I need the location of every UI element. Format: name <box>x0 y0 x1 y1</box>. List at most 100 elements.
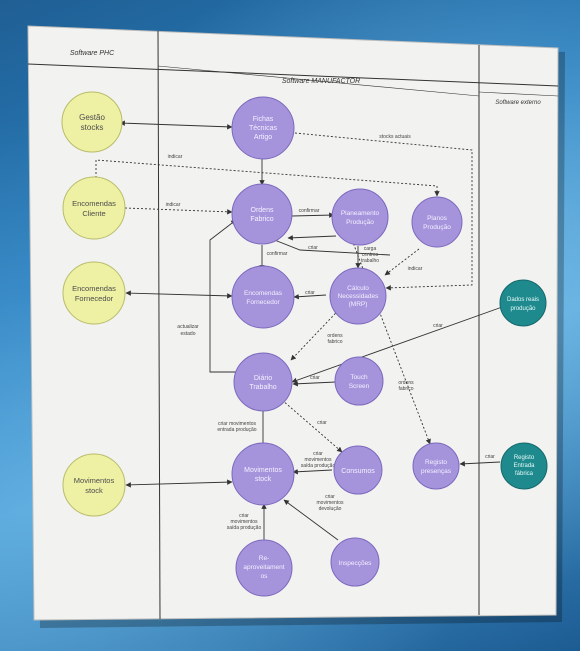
lane-title-phc: Software PHC <box>70 50 115 57</box>
node-movimentos-stock-mf: Movimentos stock <box>231 442 295 506</box>
edge-labels: stocks actuais indicar indicar confirmar… <box>166 134 496 531</box>
edge-label: criar <box>308 245 318 251</box>
edge-label: criar <box>310 375 320 381</box>
edge <box>291 305 506 383</box>
edge-label: entrada produção <box>217 427 256 433</box>
edge-label: indicar <box>168 154 183 160</box>
edge <box>384 248 420 276</box>
edge-label: stocks actuais <box>379 134 411 140</box>
lane-title-externo: Software externo <box>495 100 541 106</box>
node-label: (MRP) <box>349 301 368 308</box>
edge-label: indicar <box>408 266 423 272</box>
edge-label: movimentos <box>231 519 258 525</box>
edge-label: actualizar <box>177 324 199 330</box>
node-diario-trabalho: Diário Trabalho <box>233 352 293 412</box>
edge-label: criar <box>305 290 315 296</box>
node-label: Produção <box>423 224 451 231</box>
edge <box>124 207 233 215</box>
node-label: Registo <box>514 455 535 461</box>
node-label: os <box>261 573 269 580</box>
node-label: Encomendas <box>72 284 116 293</box>
node-gestao-stocks: Gestão stocks <box>61 91 123 153</box>
node-label: Encomendas <box>72 199 116 208</box>
node-encomendas-fornecedor-phc: Encomendas Fornecedor <box>62 261 126 325</box>
edge <box>283 499 339 541</box>
node-label: stocks <box>81 123 104 132</box>
header-divider <box>478 91 559 97</box>
edge-label: estado <box>180 331 195 337</box>
edge-label: ordens <box>398 380 414 386</box>
node-circle <box>231 96 295 160</box>
edge <box>119 120 233 130</box>
node-registo-entrada-fabrica: Registo Entrada fábrica <box>500 442 548 490</box>
node-label: Fichas <box>253 116 274 123</box>
edge <box>125 290 233 299</box>
edge-label: saída produção <box>227 525 262 531</box>
edge-label: saída produção <box>301 463 336 469</box>
node-label: Técnicas <box>249 125 278 132</box>
edge-label: ordens <box>327 333 343 339</box>
node-planos-producao: Planos Produção <box>411 196 463 248</box>
edge <box>125 479 233 488</box>
edge <box>281 399 343 453</box>
node-circle <box>62 176 126 240</box>
edge-label: carga <box>364 246 377 252</box>
edge-label: confirmar <box>299 208 320 214</box>
edge <box>287 235 337 241</box>
edge-label: criar <box>313 451 323 457</box>
edge <box>209 219 238 373</box>
node-label: Consumos <box>341 468 375 475</box>
node-planeamento-producao: Planeamento Produção <box>331 188 389 246</box>
node-circle <box>231 442 295 506</box>
node-circle <box>333 445 383 495</box>
node-movimentos-stock-phc: Movimentos stock <box>62 453 126 517</box>
node-circle <box>235 539 293 597</box>
node-label: Artigo <box>254 134 272 141</box>
edge <box>459 461 501 467</box>
node-reaproveitamentos: Re- aproveitament os <box>235 539 293 597</box>
node-circle <box>412 442 460 490</box>
node-registo-presencas: Registo presenças <box>412 442 460 490</box>
node-ordens-fabrico: Ordens Fabrico <box>231 183 293 245</box>
edge <box>294 132 473 291</box>
node-touch-screen: Touch Screen <box>334 356 384 406</box>
node-circle <box>61 91 123 153</box>
node-label: Gestão <box>79 113 105 122</box>
header-divider <box>27 63 559 87</box>
node-circle <box>329 267 387 325</box>
node-circle <box>231 265 295 329</box>
edge <box>95 159 440 197</box>
edge <box>292 381 337 387</box>
node-label: Fornecedor <box>75 294 114 303</box>
edge-label: fabrico <box>327 339 342 345</box>
edge-label: indicar <box>166 202 181 208</box>
edge-label: trabalho <box>361 258 379 264</box>
node-label: Movimentos <box>74 476 115 485</box>
edge-label: centros <box>362 252 379 258</box>
node-label: stock <box>85 486 103 495</box>
edge-label: criar <box>239 513 249 519</box>
edge <box>290 295 353 361</box>
node-circle <box>62 261 126 325</box>
node-calculo-necessidades: Cálculo Necessidades (MRP) <box>329 267 387 325</box>
node-circle <box>331 188 389 246</box>
node-encomendas-cliente: Encomendas Cliente <box>62 176 126 240</box>
node-label: Screen <box>349 383 370 390</box>
lane-title-manufactor: Software MANUFACTOR <box>282 78 360 85</box>
node-label: Re- <box>259 555 269 562</box>
node-circle <box>62 453 126 517</box>
edge <box>293 294 327 300</box>
node-label: stock <box>255 476 272 483</box>
node-label: Cálculo <box>347 285 369 292</box>
edge-label: devolução <box>319 506 342 512</box>
node-label: Cliente <box>82 209 105 218</box>
node-label: Registo <box>425 459 447 466</box>
node-label: Movimentos <box>244 467 282 474</box>
node-circle <box>334 356 384 406</box>
node-label: Fabrico <box>250 216 273 223</box>
node-consumos: Consumos <box>333 445 383 495</box>
node-label: Fornecedor <box>246 299 280 306</box>
node-circle <box>233 352 293 412</box>
node-circle <box>500 442 548 490</box>
